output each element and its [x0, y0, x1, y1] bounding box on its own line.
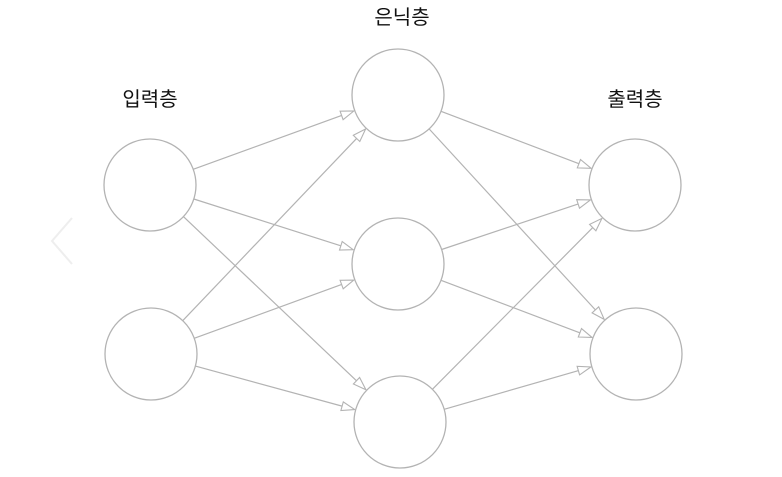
output-layer-label: 출력층 — [607, 87, 662, 111]
node-group — [103, 48, 683, 469]
output-node-1 — [588, 138, 682, 232]
connection-group — [182, 110, 606, 412]
arrowhead-input1-to-hidden3 — [352, 376, 368, 391]
edge-hidden3-to-output2 — [444, 368, 586, 410]
arrowhead-hidden3-to-output2 — [576, 365, 593, 376]
edge-input2-to-hidden3 — [195, 365, 350, 409]
edge-hidden1-to-output2 — [428, 128, 601, 316]
edge-input2-to-hidden2 — [193, 281, 349, 339]
input-node-1 — [103, 138, 197, 232]
input-layer-label: 입력층 — [122, 87, 177, 111]
edge-input1-to-hidden2 — [193, 198, 348, 249]
chevron-left-icon[interactable] — [50, 217, 73, 265]
arrowhead-input2-to-hidden3 — [340, 401, 357, 412]
arrowhead-hidden1-to-output2 — [591, 305, 606, 321]
arrowhead-hidden2-to-output1 — [575, 199, 592, 210]
hidden-node-1 — [351, 48, 445, 142]
edge-hidden3-to-output1 — [431, 222, 599, 390]
arrowhead-hidden3-to-output1 — [588, 217, 604, 232]
hidden-node-3 — [353, 375, 447, 469]
arrowhead-input1-to-hidden2 — [338, 240, 355, 251]
edge-input2-to-hidden1 — [182, 132, 362, 322]
arrowhead-hidden1-to-output1 — [576, 158, 593, 169]
hidden-layer-label: 은닉층 — [374, 5, 429, 29]
input-node-2 — [104, 307, 198, 401]
hidden-node-2 — [351, 217, 445, 311]
output-node-2 — [589, 307, 683, 401]
edge-input1-to-hidden3 — [182, 216, 362, 386]
arrowhead-input1-to-hidden1 — [339, 110, 356, 121]
edge-input1-to-hidden1 — [192, 112, 349, 170]
arrowhead-input2-to-hidden2 — [339, 279, 356, 290]
arrowhead-input2-to-hidden1 — [352, 127, 367, 143]
arrowhead-hidden2-to-output2 — [577, 327, 594, 338]
edge-hidden1-to-output1 — [440, 110, 586, 167]
edge-hidden2-to-output1 — [441, 201, 585, 251]
